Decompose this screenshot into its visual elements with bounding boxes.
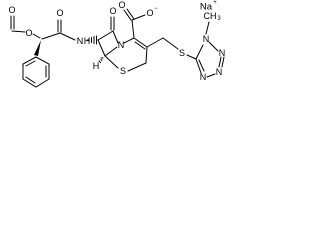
atom-methyl: CH bbox=[204, 11, 217, 21]
atom-n-amide: N bbox=[77, 36, 84, 46]
bond-c6-n bbox=[104, 46, 118, 57]
bond-n2-n3-a bbox=[218, 56, 222, 68]
bond-c7-c8 bbox=[97, 30, 114, 41]
bond-n3-n4 bbox=[206, 73, 216, 78]
chemical-structure-diagram: O O O N H O N H S O O − S N N N N CH 3 N… bbox=[8, 0, 225, 88]
wedge-bond-alpha-phenyl bbox=[34, 40, 41, 56]
bond-s-c6 bbox=[104, 55, 119, 69]
benzene-ring bbox=[22, 56, 50, 88]
atom-methyl-subscript: 3 bbox=[217, 16, 221, 22]
bond-c7-c6 bbox=[97, 39, 106, 57]
bond-n1-n2 bbox=[208, 41, 219, 52]
atom-s-thiazine: S bbox=[120, 66, 126, 76]
atom-n-tetrazole-3: N bbox=[216, 67, 223, 77]
bond-c5-n1 bbox=[195, 44, 204, 60]
bond-c4-s bbox=[127, 62, 147, 72]
atom-n-tetrazole-1: N bbox=[203, 34, 210, 44]
sodium-ion-label: Na bbox=[200, 2, 213, 13]
bond-n1-methyl bbox=[205, 21, 210, 35]
bond-carbonyl-n bbox=[59, 32, 76, 41]
bond-n4-c5-a bbox=[195, 58, 202, 74]
atom-h-amide: H bbox=[84, 36, 91, 46]
atom-o-formyl-carbonyl: O bbox=[8, 5, 15, 15]
bond-c3-c4 bbox=[145, 46, 148, 64]
sodium-ion-charge: + bbox=[213, 0, 217, 6]
bond-formyl-c-o bbox=[11, 30, 26, 33]
atom-n-tetrazole-4: N bbox=[200, 72, 207, 82]
bond-s-tetrazole bbox=[186, 54, 197, 60]
bond-carboxyl-ominus bbox=[131, 14, 146, 21]
bond-carboxyl-o-b bbox=[126, 8, 135, 20]
hash-bond-n-c7 bbox=[86, 35, 97, 45]
bond-n4-c5-b bbox=[198, 59, 205, 72]
hash-bond-c6-h bbox=[98, 57, 104, 63]
bond-c2-c3-a bbox=[133, 37, 148, 48]
atom-o-ester: O bbox=[25, 28, 32, 38]
bond-o-alpha bbox=[32, 33, 41, 39]
atom-n-tetrazole-2: N bbox=[219, 48, 226, 58]
bond-ch2-s bbox=[162, 37, 179, 50]
atom-o-beta-lactam: O bbox=[109, 6, 116, 16]
carboxylate-charge: − bbox=[154, 6, 158, 12]
atom-s-thioether: S bbox=[179, 48, 185, 58]
bond-alpha-carbonyl bbox=[41, 32, 61, 40]
bond-n2-n3-b bbox=[221, 56, 225, 68]
bonds bbox=[10, 8, 225, 78]
atom-o-carboxyl-double: O bbox=[118, 0, 125, 10]
atom-h-ring: H bbox=[93, 61, 100, 71]
bond-carboxyl-o-a bbox=[123, 9, 132, 21]
atom-labels: O O O N H O N H S O O − S N N N N CH 3 N… bbox=[8, 0, 225, 82]
atom-o-amide: O bbox=[56, 8, 63, 18]
bond-c3-ch2 bbox=[146, 37, 164, 48]
bond-n-c2 bbox=[123, 37, 135, 44]
bond-c2-carboxyl bbox=[131, 19, 135, 39]
atom-o-carboxylate: O bbox=[146, 8, 153, 18]
bond-c2-c3-b bbox=[134, 41, 146, 50]
bond-c8-n bbox=[112, 30, 119, 44]
atom-n-lactam: N bbox=[118, 40, 125, 50]
